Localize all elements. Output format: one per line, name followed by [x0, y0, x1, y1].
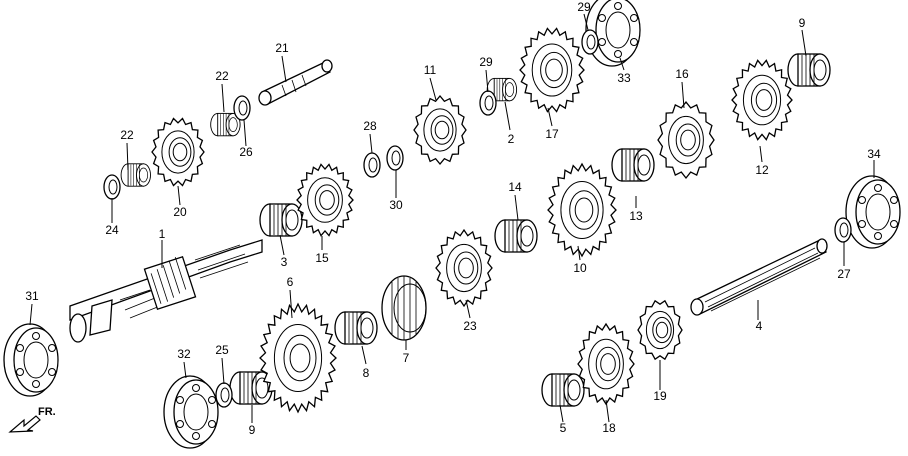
collar-3 — [259, 203, 303, 237]
callout-8: 8 — [363, 366, 370, 380]
callout-17: 17 — [545, 127, 559, 141]
circlip-30 — [386, 145, 404, 171]
parts-artwork — [3, 0, 901, 449]
callout-15: 15 — [315, 251, 329, 265]
callout-12: 12 — [755, 163, 769, 177]
bushing-22-upper — [210, 112, 241, 137]
gear-23 — [435, 228, 493, 308]
gears-layer — [151, 27, 793, 414]
bearing-8 — [334, 311, 378, 345]
callout-1: 1 — [159, 227, 166, 241]
gear-20 — [151, 117, 205, 187]
callout-32: 32 — [177, 347, 191, 361]
callout-11: 11 — [424, 63, 437, 77]
callout-23: 23 — [463, 319, 477, 333]
callout-22-lower: 22 — [120, 128, 134, 142]
callout-29-right: 29 — [577, 0, 591, 14]
washer-25 — [215, 382, 233, 408]
bushing-22-lower — [120, 163, 151, 187]
bearing-32 — [163, 375, 219, 449]
gear-6 — [259, 302, 337, 414]
front-arrow-icon — [8, 415, 41, 433]
callout-3: 3 — [281, 255, 288, 269]
washer-27 — [834, 217, 852, 243]
callout-22-upper: 22 — [215, 69, 229, 83]
bearing-34 — [845, 175, 901, 249]
gear-12 — [731, 59, 793, 141]
callout-33: 33 — [617, 71, 631, 85]
gear-16 — [657, 100, 715, 180]
washer-28 — [363, 152, 381, 178]
callout-5: 5 — [560, 421, 567, 435]
mainshaft-part — [69, 239, 263, 343]
bearing-31 — [3, 323, 59, 397]
countershaft-part — [690, 238, 828, 316]
front-direction-marker: FR. — [8, 406, 56, 433]
gear-18 — [577, 322, 635, 406]
callout-10: 10 — [573, 261, 587, 275]
leader-lines — [29, 13, 875, 423]
callout-26: 26 — [239, 145, 253, 159]
callout-14: 14 — [508, 180, 522, 194]
gear-10 — [547, 162, 617, 258]
callout-29-left: 29 — [479, 55, 493, 69]
callout-31: 31 — [25, 289, 39, 303]
bearing-9-upper — [787, 53, 831, 87]
gear-15 — [296, 163, 354, 237]
washer-24 — [103, 174, 121, 200]
callout-7: 7 — [403, 351, 410, 365]
callout-18: 18 — [602, 421, 616, 435]
callout-34: 34 — [867, 147, 881, 161]
washer-29-left — [479, 90, 497, 116]
callout-30: 30 — [389, 198, 403, 212]
callout-24: 24 — [105, 223, 119, 237]
callout-6: 6 — [287, 275, 294, 289]
callout-labels: 1 2 3 4 5 6 7 8 9 9 10 11 12 13 14 15 16… — [25, 0, 881, 437]
gear-11 — [413, 94, 467, 166]
washer-26 — [233, 95, 251, 121]
callout-2: 2 — [508, 132, 515, 146]
callout-13: 13 — [629, 209, 643, 223]
callout-27: 27 — [837, 267, 851, 281]
washer-29-right — [581, 29, 599, 55]
gear-19 — [637, 299, 683, 361]
hub-7 — [381, 275, 427, 341]
callout-20: 20 — [173, 205, 187, 219]
shaft-21-part — [258, 59, 333, 106]
callout-16: 16 — [675, 67, 689, 81]
callout-9-lower: 9 — [249, 423, 256, 437]
collar-5 — [541, 373, 585, 407]
callout-4: 4 — [756, 319, 763, 333]
front-label: FR. — [38, 406, 56, 418]
callout-28: 28 — [363, 119, 377, 133]
callout-21: 21 — [275, 41, 289, 55]
bearing-13 — [611, 148, 655, 182]
callout-19: 19 — [653, 389, 667, 403]
bushing-14 — [494, 219, 538, 253]
gear-17 — [519, 27, 585, 113]
callout-9-upper: 9 — [799, 16, 806, 30]
callout-25: 25 — [215, 343, 229, 357]
